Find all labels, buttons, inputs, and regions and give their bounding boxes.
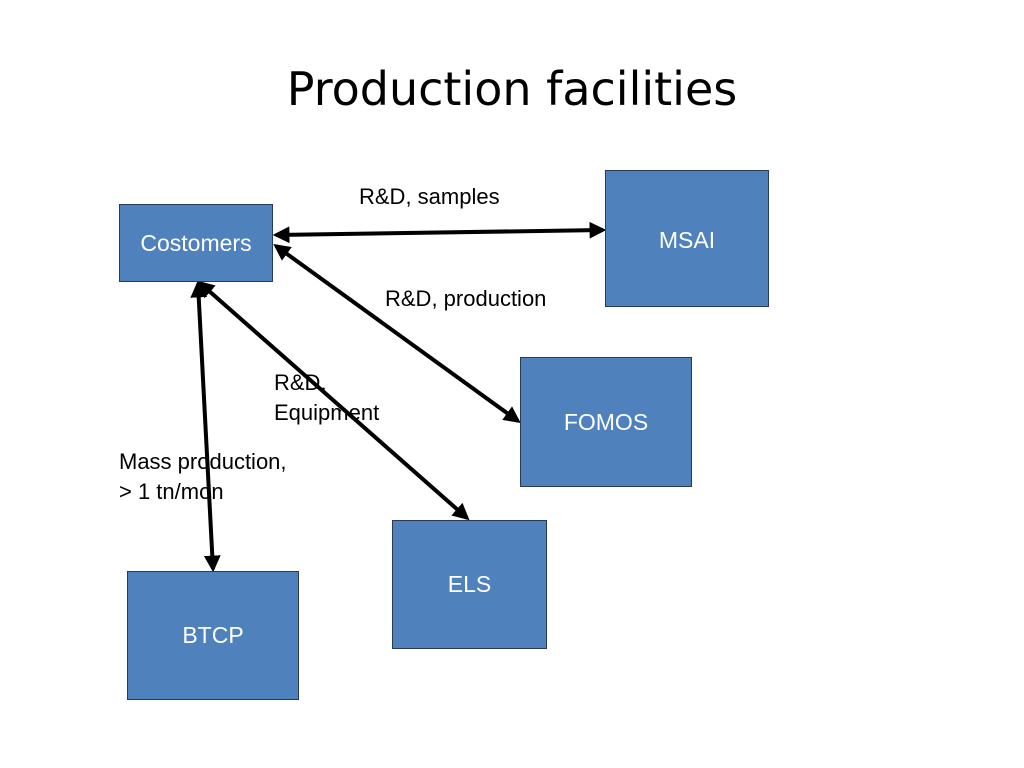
edge-label-mass-production: Mass production, > 1 tn/mon [119,449,287,504]
node-els: ELS [392,520,547,649]
arrow-customers-els [197,280,470,521]
node-btcp: BTCP [127,571,299,700]
node-fomos-label: FOMOS [563,408,649,435]
edge-label-equipment: R&D, Equipment [274,370,380,425]
node-customers: Costomers [119,204,273,282]
arrow-customers-msai [272,221,607,244]
node-fomos: FOMOS [520,357,692,487]
edge-label-samples: R&D, samples [359,184,500,209]
arrow-customers-btcp [190,280,221,573]
node-btcp-label: BTCP [182,622,244,648]
slide-title: Production facilities [286,62,738,116]
node-customers-label: Costomers [140,229,252,256]
node-els-label: ELS [447,571,492,597]
node-msai-label: MSAI [658,227,716,253]
node-msai: MSAI [605,170,769,307]
edge-label-production: R&D, production [385,286,547,311]
